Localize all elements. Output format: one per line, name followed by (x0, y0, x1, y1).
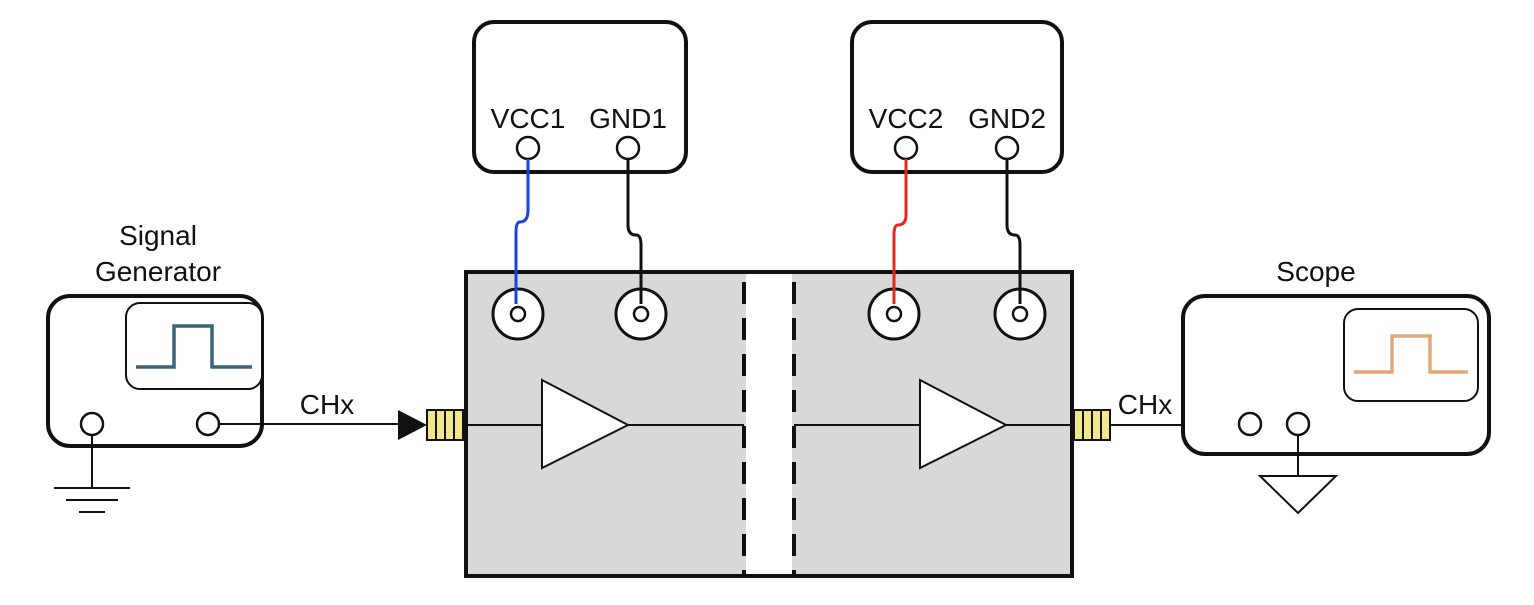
vcc2-terminal[interactable] (893, 135, 919, 161)
power-supply-2-box (850, 20, 1064, 174)
signal-generator-output-terminal[interactable] (195, 411, 221, 437)
power-supply-2: VCC2 GND2 (850, 20, 1064, 174)
ground-icon (1257, 435, 1339, 515)
gnd2-wire (1005, 159, 1022, 304)
signal-generator-screen (125, 302, 263, 390)
output-channel-label: CHx (1118, 389, 1172, 420)
board-gnd1-connector[interactable] (614, 287, 668, 341)
arrow-icon (398, 410, 427, 440)
signal-generator-label-line1: Signal (119, 220, 197, 251)
gnd1-label: GND1 (589, 103, 667, 134)
signal-generator-label-line2: Generator (95, 256, 221, 287)
amplifier-icon (541, 378, 631, 470)
gnd1-wire (626, 159, 643, 304)
gnd1-terminal[interactable] (615, 135, 641, 161)
scope-label: Scope (1276, 256, 1355, 287)
input-channel-label: CHx (300, 389, 354, 420)
scope-input-terminal[interactable] (1237, 411, 1263, 437)
vcc2-label: VCC2 (869, 103, 944, 134)
vcc1-wire (514, 159, 530, 304)
gnd2-terminal[interactable] (994, 135, 1020, 161)
board-vcc1-connector[interactable] (491, 287, 545, 341)
power-supply-1-box (472, 20, 688, 174)
gnd2-label: GND2 (968, 103, 1046, 134)
vcc1-label: VCC1 (491, 103, 566, 134)
scope: Scope (1181, 256, 1491, 456)
pulse-waveform-icon (1354, 334, 1468, 374)
signal-generator: Signal Generator (46, 220, 264, 448)
ground-icon (54, 435, 130, 513)
vcc1-terminal[interactable] (515, 135, 541, 161)
scope-ground-terminal[interactable] (1285, 411, 1311, 437)
amplifier-icon (919, 378, 1009, 470)
pulse-waveform-icon (136, 324, 252, 369)
dut-board (464, 270, 1074, 578)
signal-generator-ground-terminal[interactable] (79, 411, 105, 437)
isolation-gap (746, 272, 792, 576)
power-supply-1: VCC1 GND1 (472, 20, 688, 174)
sma-connector-icon[interactable] (1073, 409, 1111, 441)
vcc2-wire (892, 159, 908, 304)
scope-screen (1343, 308, 1479, 402)
sma-connector-icon[interactable] (426, 409, 464, 441)
